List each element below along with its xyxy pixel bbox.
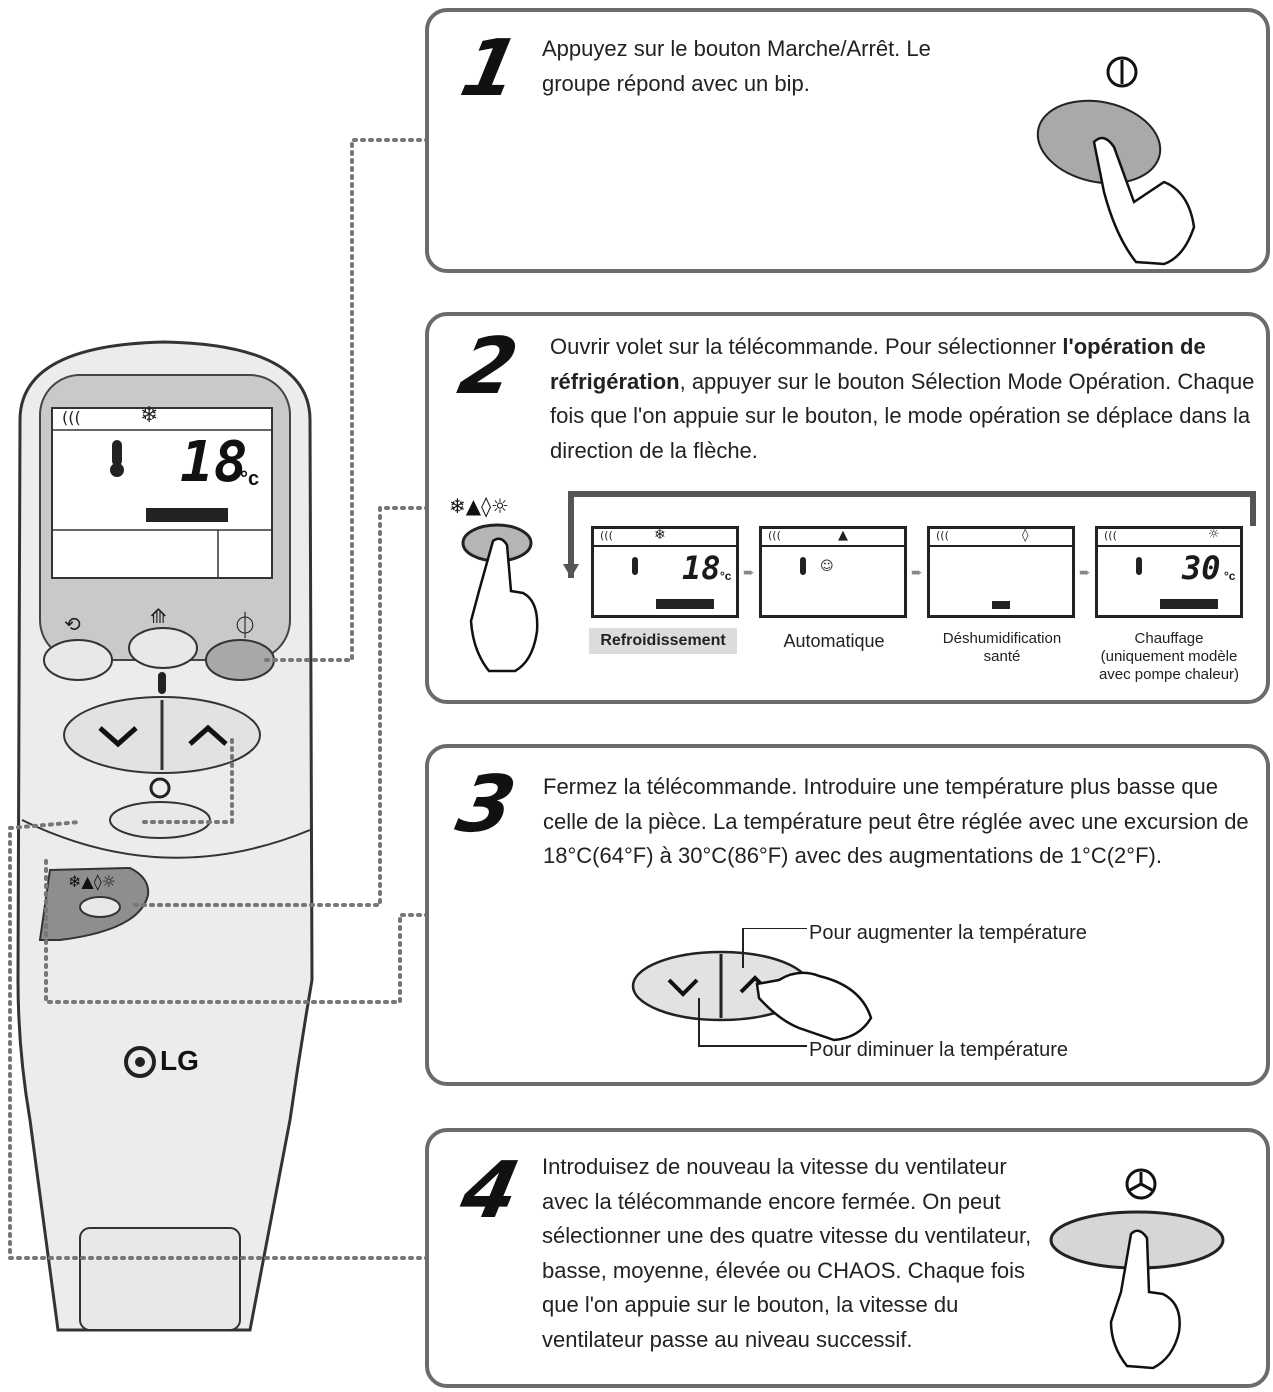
auto-icon: ▲ <box>838 528 848 543</box>
mode-next-arrow-icon: ➨ <box>743 564 755 580</box>
mode-lcd-unit: °c <box>1224 569 1236 583</box>
callout-decrease: Pour diminuer la température <box>809 1039 1069 1061</box>
mode-label-heat: Chauffage (uniquement modèle avec pompe … <box>1098 630 1240 683</box>
snowflake-icon: ❄ <box>654 527 666 543</box>
remote-power-icon: ⏀ <box>232 612 259 642</box>
remote-swing-icon: ⟲ <box>64 612 81 636</box>
mode-label-dry: Déshumidification santé <box>942 630 1062 665</box>
remote-brand-logo: LG <box>160 1045 199 1076</box>
sun-icon: ☼ <box>1208 527 1220 542</box>
mode-label-cooling: Refroidissement <box>589 628 737 654</box>
mode-next-arrow-icon: ➨ <box>1079 564 1091 580</box>
thermometer-icon <box>632 557 638 575</box>
fan-level-bar <box>656 599 714 609</box>
mode-lcd-unit: °c <box>720 569 732 583</box>
step-text-pre: Ouvrir volet sur la télécommande. Pour s… <box>550 334 1057 359</box>
mode-lcd-heat: ((( ☼ 30 °c <box>1095 526 1243 618</box>
step-text: Appuyez sur le bouton Marche/Arrêt. Le g… <box>542 36 931 96</box>
fan-level-bar <box>992 601 1010 609</box>
step-text-bold: l'opération de réfrigération <box>550 334 1206 394</box>
step-number: 2 <box>451 322 525 412</box>
wifi-icon: ((( <box>600 529 613 542</box>
remote-display-unit: °c <box>240 468 260 490</box>
remote-display-temp: 18 <box>180 430 248 495</box>
remote-snowflake-icon: ❄ <box>140 403 159 428</box>
step-number: 4 <box>453 1146 527 1236</box>
wifi-icon: ((( <box>1104 529 1117 542</box>
dotted-connectors <box>8 138 430 1260</box>
step-text: Introduisez de nouveau la vitesse du ven… <box>542 1154 1032 1352</box>
remote-wifi-icon: ((( <box>62 408 81 427</box>
drop-icon: ◊ <box>1022 528 1029 543</box>
remote-auto-swing-icon: ⟰ <box>150 604 167 628</box>
wifi-icon: ((( <box>936 529 949 542</box>
mode-next-arrow-icon: ➨ <box>911 564 923 580</box>
thermometer-icon <box>1136 557 1142 575</box>
callout-increase: Pour augmenter la température <box>809 922 1087 944</box>
fan-button-press-illustration <box>1049 1168 1225 1370</box>
mode-lcd-temp: 30 <box>1182 549 1221 587</box>
step-1-panel: 1 Appuyez sur le bouton Marche/Arrêt. Le… <box>425 8 1270 273</box>
step-3-panel: 3 Fermez la télécommande. Introduire une… <box>425 744 1270 1086</box>
thermometer-icon <box>800 557 806 575</box>
step-4-panel: 4 Introduisez de nouveau la vitesse du v… <box>425 1128 1270 1388</box>
fan-level-bar <box>1160 599 1218 609</box>
step-number: 3 <box>449 760 523 850</box>
mode-cycle-arrow <box>563 491 1256 578</box>
remote-control-illustration <box>16 340 314 1332</box>
step-2-panel: 2 Ouvrir volet sur la télécommande. Pour… <box>425 312 1270 704</box>
temp-buttons-press-illustration <box>631 928 873 1047</box>
step-text: Fermez la télécommande. Introduire une t… <box>543 774 1249 868</box>
mode-lcd-dry: ((( ◊ <box>927 526 1075 618</box>
mode-button-press-illustration <box>461 523 539 673</box>
step-text-post: , appuyer sur le bouton Sélection Mode O… <box>550 368 1255 463</box>
wifi-icon: ((( <box>768 529 781 542</box>
mode-label-auto: Automatique <box>783 631 885 651</box>
step-number: 1 <box>453 24 527 114</box>
mode-symbols: ❄▲◊☼ <box>449 494 509 518</box>
remote-mode-symbols: ❄▲◊☼ <box>68 872 116 891</box>
smile-icon: ☺ <box>820 559 834 574</box>
mode-lcd-cooling: ((( ❄ 18 °c <box>591 526 739 618</box>
power-button-press-illustration <box>1036 56 1196 266</box>
mode-lcd-auto: ((( ▲ ☺ <box>759 526 907 618</box>
step-text: Ouvrir volet sur la télécommande. Pour s… <box>550 330 1265 468</box>
mode-lcd-temp: 18 <box>682 549 721 587</box>
